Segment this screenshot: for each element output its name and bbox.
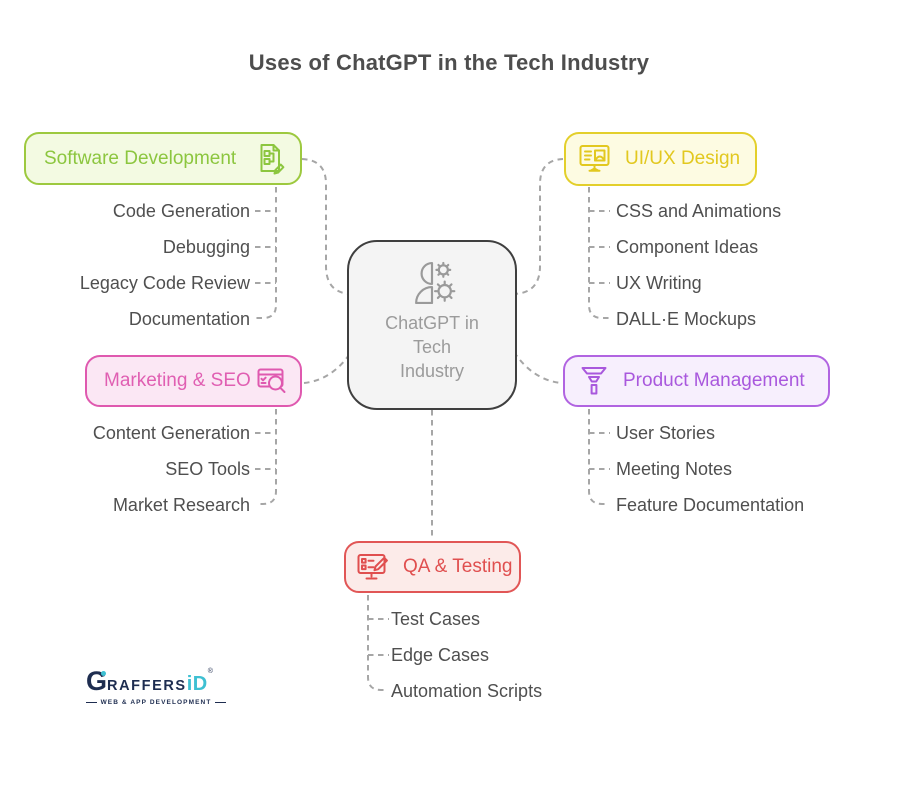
page-title: Uses of ChatGPT in the Tech Industry [248, 50, 650, 75]
logo-dot-icon [101, 671, 106, 676]
branch-label: Marketing & SEO [104, 370, 251, 391]
person-gears-icon [415, 261, 456, 305]
connector-center-to-product [513, 351, 562, 384]
list-item: Content Generation [92, 422, 250, 443]
registered-mark: ® [207, 668, 213, 675]
center-node-chatgpt: ChatGPT in Tech Industry [347, 240, 517, 410]
tree-software-items [255, 187, 277, 319]
list-item: CSS and Animations [616, 200, 782, 221]
list-item: UX Writing [616, 272, 702, 293]
connector-uiux-to-center [513, 158, 564, 295]
branch-box-software-development: Software Development [24, 132, 302, 185]
list-item: Component Ideas [616, 236, 759, 257]
branch-box-marketing-seo: Marketing & SEO [85, 355, 302, 407]
logo-tagline: WEB & APP DEVELOPMENT [86, 699, 226, 706]
logo-accent-text: iD [186, 673, 208, 695]
qa-testing-item-list: Test Cases Edge Cases Automation Scripts [391, 601, 542, 709]
list-item: User Stories [616, 422, 716, 443]
funnel-icon [581, 367, 607, 395]
list-item: Test Cases [391, 608, 481, 629]
list-item: Legacy Code Review [79, 272, 250, 293]
code-document-edit-icon [260, 143, 285, 174]
list-item: Market Research [112, 494, 250, 515]
tagline-dash-right [215, 702, 226, 703]
list-item: SEO Tools [165, 458, 250, 479]
list-item: Documentation [128, 308, 250, 329]
monitor-design-icon [579, 145, 610, 172]
list-item: Meeting Notes [616, 458, 733, 479]
branch-box-product-management: Product Management [563, 355, 830, 407]
branch-label: QA & Testing [403, 556, 513, 577]
monitor-checklist-edit-icon [357, 554, 388, 580]
branch-label: UI/UX Design [625, 148, 741, 169]
list-item: Debugging [162, 236, 250, 257]
branch-box-uiux-design: UI/UX Design [564, 132, 757, 186]
webpage-search-icon [257, 368, 286, 393]
list-item: Edge Cases [391, 644, 490, 665]
tree-product-items [588, 409, 610, 505]
product-management-item-list: User Stories Meeting Notes Feature Docum… [616, 415, 804, 523]
list-item: Automation Scripts [391, 680, 543, 701]
branch-box-qa-testing: QA & Testing [344, 541, 521, 593]
connector-software-to-center [301, 158, 352, 295]
tree-marketing-items [255, 409, 277, 505]
tree-uiux-items [588, 187, 610, 319]
list-item: DALL·E Mockups [616, 308, 757, 329]
tagline-text: WEB & APP DEVELOPMENT [100, 699, 212, 706]
branch-label: Product Management [623, 370, 805, 391]
marketing-seo-item-list: Content Generation SEO Tools Market Rese… [93, 415, 250, 523]
tagline-dash-left [86, 702, 97, 703]
center-node-label: ChatGPT in Tech Industry [385, 313, 479, 381]
branch-label: Software Development [44, 147, 237, 169]
uiux-design-item-list: CSS and Animations Component Ideas UX Wr… [616, 193, 781, 337]
list-item: Feature Documentation [616, 494, 805, 515]
list-item: Code Generation [112, 200, 250, 221]
tree-qa-items [367, 595, 389, 691]
software-development-item-list: Code Generation Debugging Legacy Code Re… [80, 193, 250, 337]
logo-text: RAFFERS [107, 678, 187, 694]
connector-marketing-to-center [303, 351, 352, 384]
